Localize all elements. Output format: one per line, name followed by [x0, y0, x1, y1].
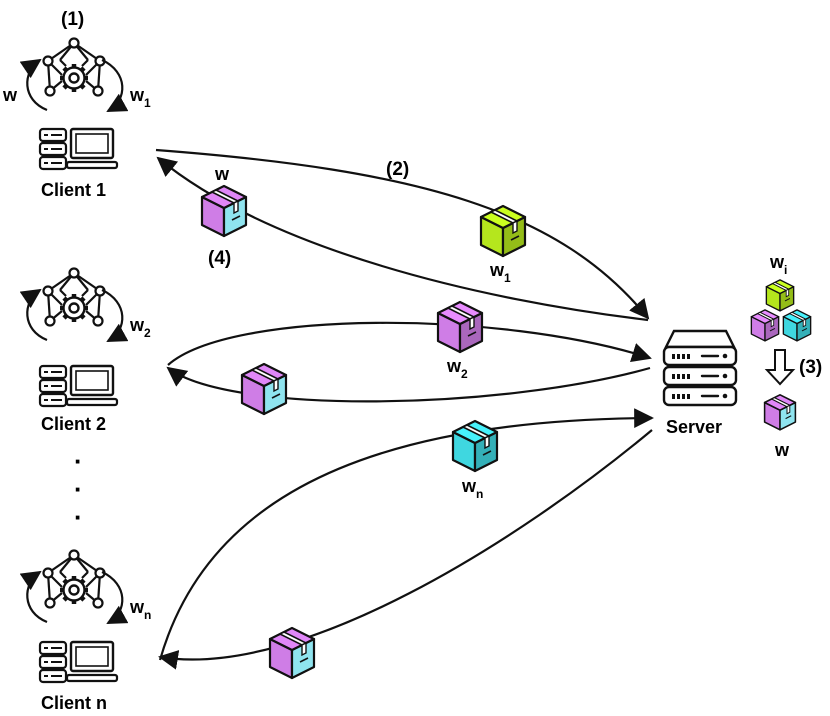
download-package-2	[240, 362, 288, 416]
training-cycle-arrow	[19, 58, 48, 112]
upload-weight-symbol: w	[446, 356, 462, 376]
upload-weight-label-n: wn	[461, 476, 483, 501]
download-package-1	[200, 184, 248, 238]
client-n-name: Client n	[41, 693, 107, 713]
neural-network-icon	[44, 39, 105, 96]
aggregated-package	[763, 394, 797, 431]
training-cycle-arrow	[101, 289, 129, 342]
aggregation-cube-purple	[750, 309, 780, 342]
aggregation-output-label: w	[774, 440, 790, 460]
server-group: Server wi (3) w	[662, 252, 822, 460]
upload-curve-client-n	[158, 408, 654, 661]
client-1-name: Client 1	[41, 180, 106, 200]
aggregation-cube-cyan	[782, 309, 812, 342]
aggregation-arrow-icon	[764, 349, 796, 386]
ellipsis-dot: ·	[74, 446, 83, 476]
aggregation-input-symbol: w	[769, 252, 785, 272]
training-cycle-arrow	[101, 59, 129, 112]
upload-package-3	[451, 419, 499, 473]
upload-package-1	[479, 204, 527, 258]
upload-weight-subscript: 1	[504, 271, 511, 285]
upload-curve-client-2	[167, 321, 652, 366]
client-n-group: wn Client n	[19, 551, 151, 713]
upload-weight-subscript: n	[476, 487, 483, 501]
global-weight-label: w	[2, 85, 18, 105]
training-cycle-arrow	[101, 571, 129, 624]
step-4-label: (4)	[208, 248, 231, 269]
upload-curve-client-1	[155, 148, 650, 320]
local-weight-symbol: w	[129, 597, 145, 617]
local-weight-label: wn	[129, 597, 151, 622]
local-weight-label: w1	[129, 85, 151, 110]
step-3-label: (3)	[799, 357, 822, 378]
neural-network-icon	[44, 551, 105, 608]
upload-weight-label-1: w1	[489, 260, 511, 285]
server-icon	[662, 329, 738, 407]
connection-curves	[155, 148, 654, 670]
ellipsis: · · ·	[74, 446, 83, 532]
download-package-3	[268, 626, 316, 680]
upload-weight-symbol: w	[489, 260, 505, 280]
download-curve-client-2	[166, 366, 651, 403]
upload-weight-symbol: w	[461, 476, 477, 496]
training-cycle-arrow	[19, 288, 48, 342]
local-weight-subscript: 2	[144, 326, 151, 340]
client-2-name: Client 2	[41, 414, 106, 434]
upload-weight-label-2: w2	[446, 356, 468, 381]
step-1-label: (1)	[61, 9, 84, 30]
training-cycle-arrow	[19, 570, 48, 624]
step-2-label: (2)	[386, 159, 409, 180]
ellipsis-dot: ·	[74, 502, 83, 532]
packages-layer	[200, 184, 812, 680]
local-weight-subscript: 1	[144, 96, 151, 110]
neural-network-icon	[44, 269, 105, 326]
client-2-group: w2 Client 2	[19, 269, 151, 434]
aggregation-input-subscript: i	[784, 263, 787, 277]
local-weight-symbol: w	[129, 315, 145, 335]
global-weight-package-label: w	[214, 164, 230, 184]
download-curve-client-n	[158, 429, 653, 670]
upload-weight-subscript: 2	[461, 367, 468, 381]
upload-package-2	[436, 300, 484, 354]
server-name: Server	[666, 417, 722, 437]
aggregation-input-label: wi	[769, 252, 787, 277]
local-weight-symbol: w	[129, 85, 145, 105]
local-weight-subscript: n	[144, 608, 151, 622]
client-1-group: (1) w w1 Client 1	[2, 9, 151, 200]
aggregation-cube-green	[765, 279, 795, 312]
client-device-icon	[38, 127, 119, 171]
client-device-icon	[38, 364, 119, 408]
local-weight-label: w2	[129, 315, 151, 340]
ellipsis-dot: ·	[74, 474, 83, 504]
client-device-icon	[38, 640, 119, 684]
